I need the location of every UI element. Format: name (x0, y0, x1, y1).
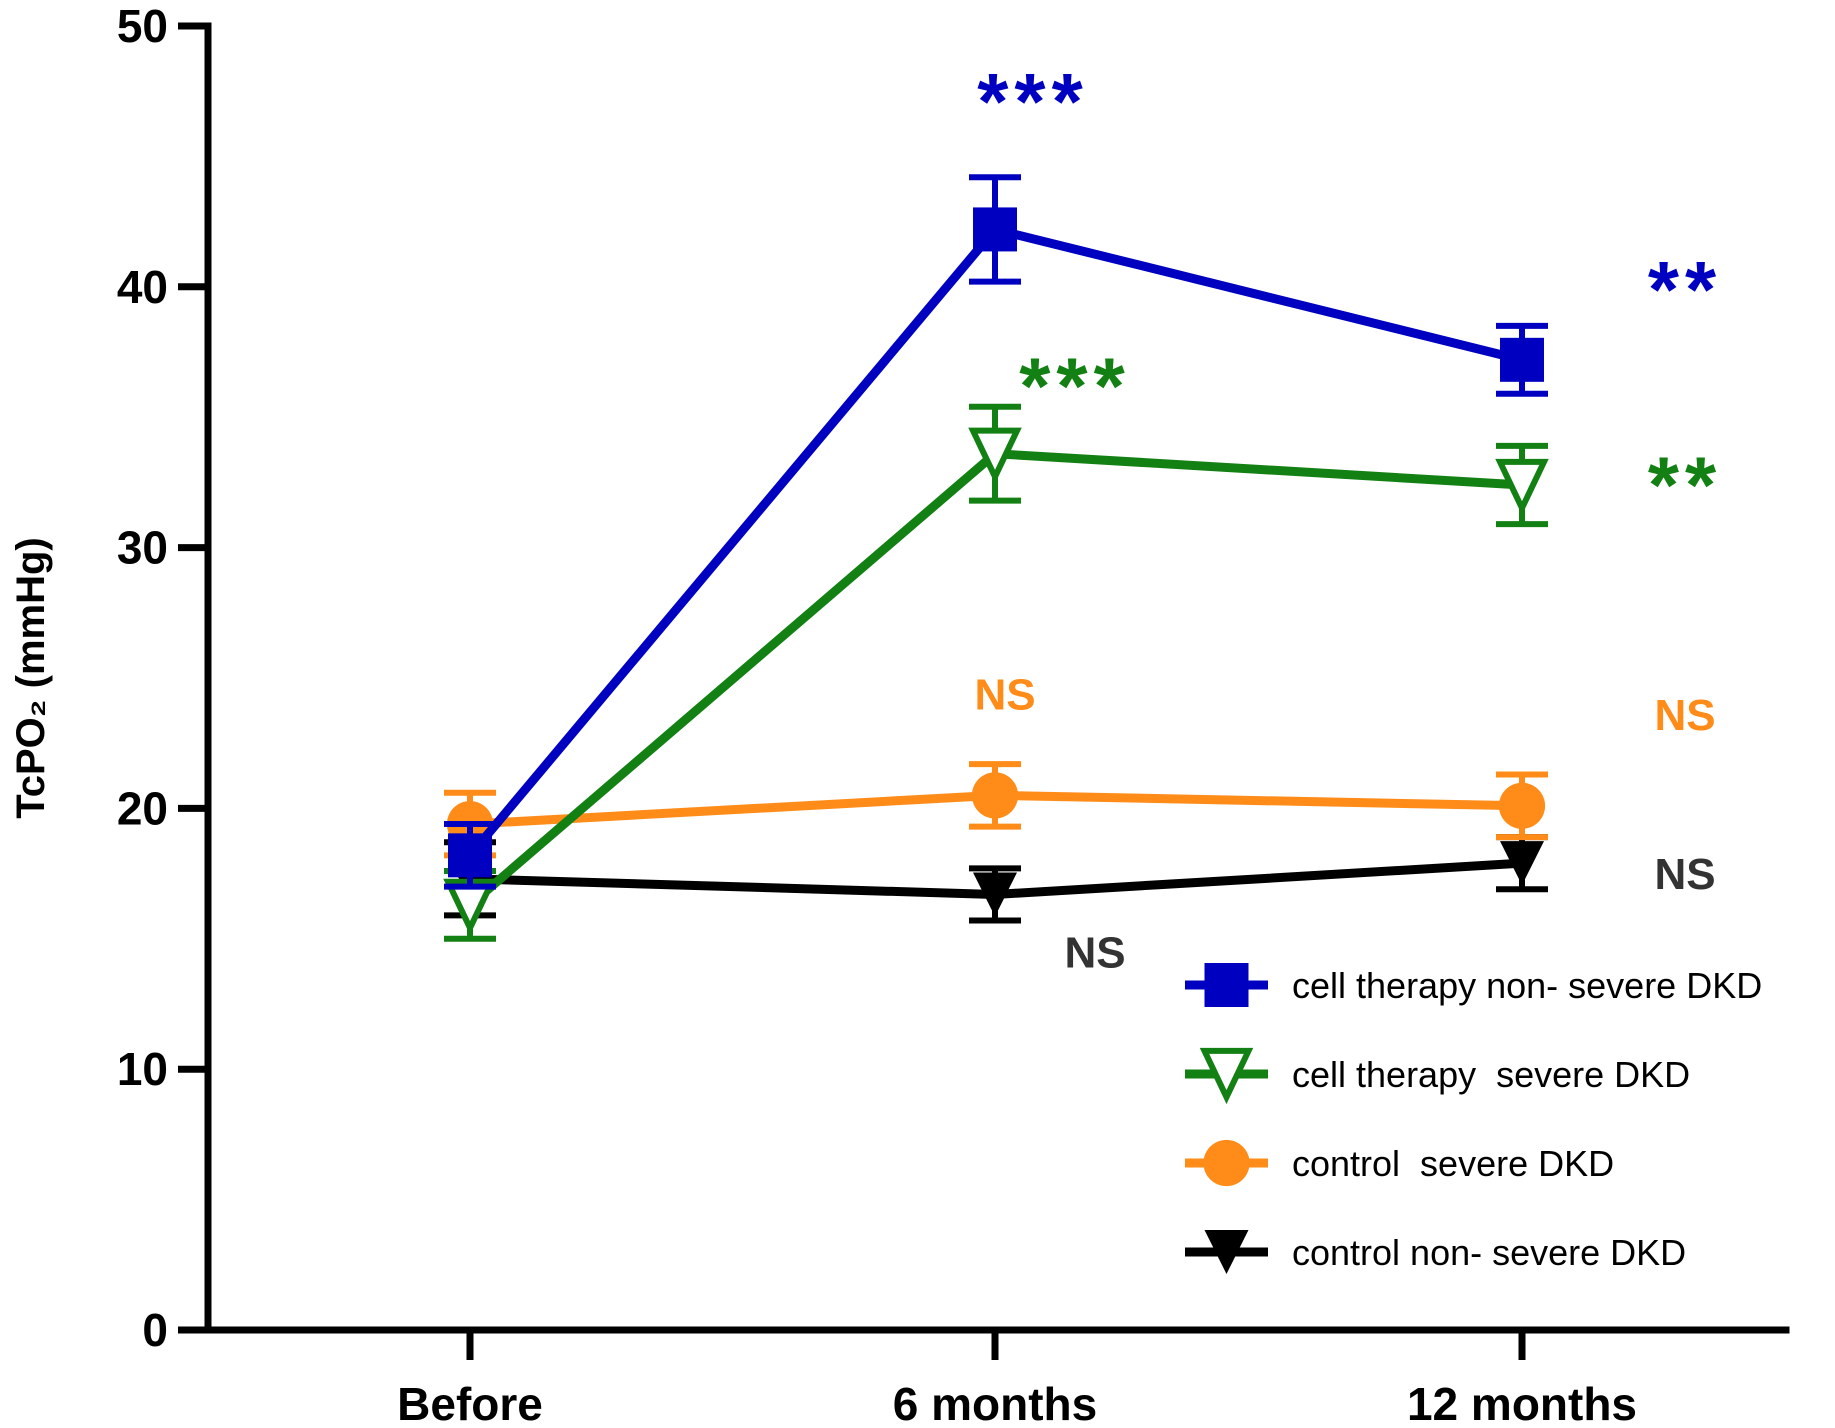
series-layer (443, 174, 1549, 942)
data-point-12-months (1495, 458, 1549, 516)
significance-label: ** (1648, 441, 1722, 530)
data-point-before (448, 833, 492, 878)
data-point-12-months (1498, 782, 1546, 829)
legend: cell therapy non- severe DKD cell therapy… (1185, 963, 1762, 1274)
series-control-severe-dkd (444, 761, 1548, 859)
legend-item-cell-therapy-non-severe-dkd: cell therapy non- severe DKD (1185, 963, 1762, 1007)
significance-label: ** (1648, 245, 1722, 334)
legend-item-control-non-severe-dkd: control non- severe DKD (1185, 1230, 1686, 1274)
y-tick-label: 20 (117, 782, 168, 834)
x-tick-label: 12 months (1407, 1378, 1637, 1428)
significance-label: NS (974, 670, 1035, 719)
legend-swatch-marker (1204, 963, 1249, 1007)
y-axis-title: TcPO₂ (mmHg) (9, 537, 53, 818)
data-point-6-months (971, 772, 1019, 819)
y-tick-label: 40 (117, 261, 168, 313)
x-tick-label: Before (397, 1378, 543, 1428)
y-tick-label: 30 (117, 522, 168, 574)
x-tick-label: 6 months (893, 1378, 1097, 1428)
legend-swatch-marker (1203, 1139, 1250, 1187)
legend-label: cell therapy non- severe DKD (1292, 965, 1762, 1006)
significance-label: NS (1654, 850, 1715, 899)
significance-label: NS (1064, 928, 1125, 977)
legend-item-cell-therapy-severe-dkd: cell therapy severe DKD (1185, 1047, 1690, 1105)
legend-label: control severe DKD (1292, 1143, 1614, 1184)
legend-label: cell therapy severe DKD (1292, 1054, 1690, 1095)
data-point-6-months (968, 427, 1022, 484)
data-point-6-months (973, 872, 1017, 917)
significance-label: NS (1654, 691, 1715, 740)
legend-swatch-marker (1204, 1230, 1249, 1274)
y-tick-label: 0 (142, 1304, 168, 1356)
significance-label: *** (1019, 341, 1130, 430)
legend-label: control non- severe DKD (1292, 1232, 1686, 1273)
data-point-12-months (1500, 337, 1544, 382)
legend-swatch-marker (1199, 1047, 1254, 1105)
series-control-non-severe-dkd (444, 834, 1548, 924)
y-tick-label: 10 (117, 1043, 168, 1095)
data-point-12-months (1500, 841, 1544, 886)
series-cell-therapy-non-severe-dkd (444, 174, 1548, 890)
legend-item-control-severe-dkd: control severe DKD (1185, 1139, 1614, 1187)
significance-label: *** (977, 57, 1088, 146)
data-point-6-months (973, 207, 1017, 252)
y-tick-label: 50 (117, 0, 168, 52)
